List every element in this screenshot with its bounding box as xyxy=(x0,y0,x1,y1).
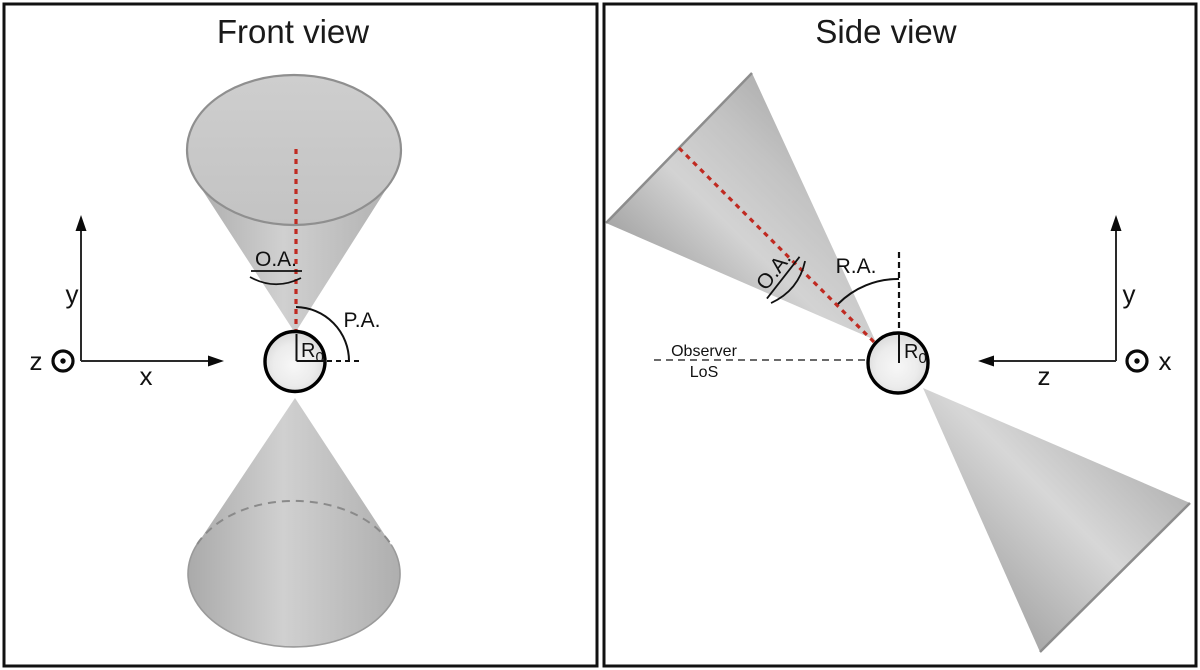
side-opening-angle-arc xyxy=(770,260,806,304)
side-lower-cone-base-edge xyxy=(1039,502,1191,653)
front-x-axis-label: x xyxy=(140,361,153,391)
front-lower-cone xyxy=(188,398,401,647)
side-z-axis-arrow-icon xyxy=(978,355,994,367)
front-y-axis-arrow-icon xyxy=(75,215,87,231)
side-opening-angle-underline xyxy=(766,256,801,300)
front-opening-angle-label: O.A. xyxy=(255,248,297,271)
front-upper-cone-opening xyxy=(185,73,403,227)
front-view-panel: Front view O.A. P.A. R0 xyxy=(2,2,599,668)
front-y-axis-label: y xyxy=(66,279,79,309)
side-y-axis-arrow-icon xyxy=(1110,215,1122,231)
front-x-axis-arrow-icon xyxy=(208,355,224,367)
los-label: LoS xyxy=(690,364,718,381)
front-opening-angle-arc xyxy=(249,276,302,286)
side-z-axis-label: z xyxy=(1038,361,1051,391)
side-view-panel: Side view Observer LoS R.A. O.A. R0 xyxy=(602,2,1198,668)
front-position-angle-arc xyxy=(295,306,350,362)
front-position-angle-label: P.A. xyxy=(344,309,381,332)
side-rotation-angle-arc xyxy=(837,277,900,305)
front-sphere-radius-label: R0 xyxy=(301,340,324,366)
front-axes: y x z xyxy=(30,215,224,391)
side-upper-cone xyxy=(606,73,875,340)
side-rotation-angle-label: R.A. xyxy=(836,255,877,278)
front-lower-cone-back-rim-dashed xyxy=(196,499,392,546)
front-z-out-of-page-icon xyxy=(51,349,75,373)
side-view-title: Side view xyxy=(815,13,956,50)
side-lower-cone xyxy=(923,388,1190,652)
observer-label: Observer xyxy=(671,343,737,360)
side-x-axis-label: x xyxy=(1159,346,1172,376)
front-z-axis-label: z xyxy=(30,346,43,376)
front-upper-cone xyxy=(196,180,392,333)
side-x-out-of-page-icon xyxy=(1125,349,1149,373)
side-sphere-radius-label: R0 xyxy=(904,341,927,367)
front-view-title: Front view xyxy=(217,13,369,50)
side-axes: y z x xyxy=(978,215,1172,391)
side-y-axis-label: y xyxy=(1123,279,1136,309)
front-lower-cone-rim xyxy=(187,543,401,648)
